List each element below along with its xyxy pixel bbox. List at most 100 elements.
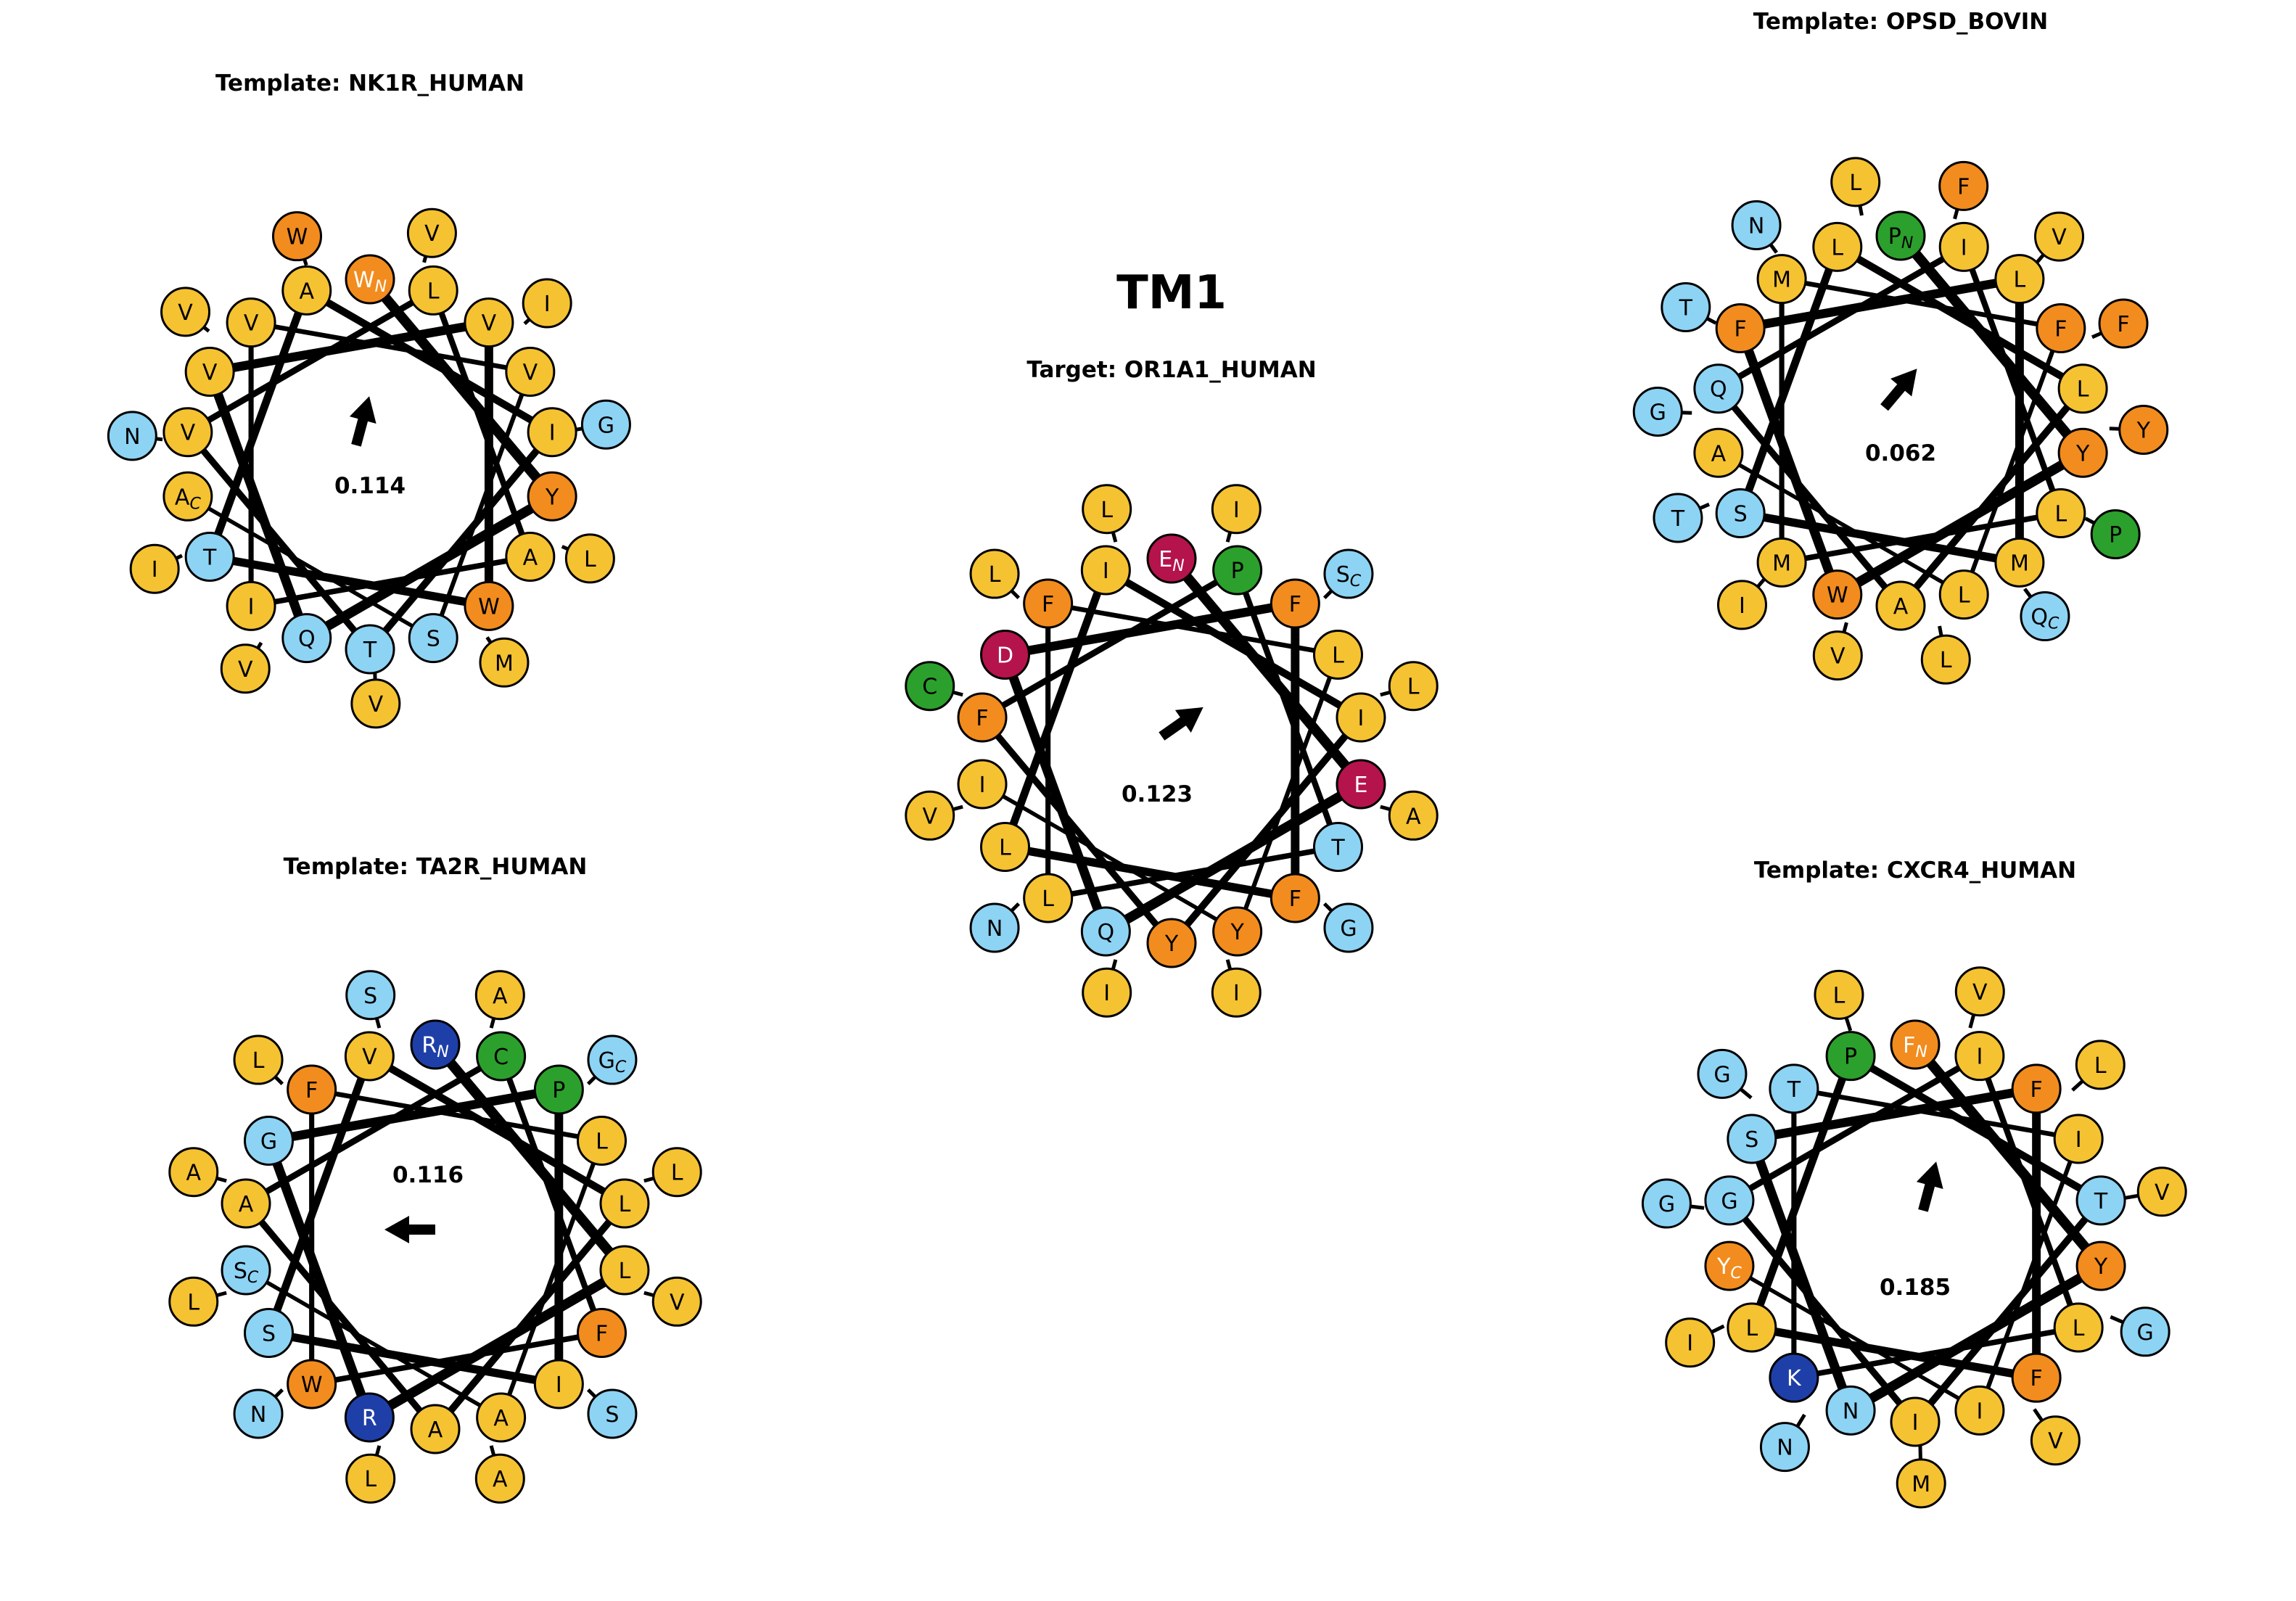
outer-residue-opsd-2-label: F xyxy=(2117,312,2129,337)
outer-link xyxy=(1010,589,1021,600)
residue-nk1r-1: Y xyxy=(527,471,577,522)
residue-nk1r-13: I xyxy=(226,580,276,631)
helix-link xyxy=(1748,1052,1855,1332)
outer-residue-ta2r-1: GC xyxy=(587,1034,638,1085)
residue-opsd-8: L xyxy=(2057,363,2108,414)
outer-residue-opsd-12-label: N xyxy=(1748,213,1764,239)
residue-nk1r-14-label: V xyxy=(244,311,259,337)
residue-nk1r-16-circle xyxy=(408,613,458,664)
residue-ta2r-15: L xyxy=(576,1116,627,1166)
residue-nk1r-6: T xyxy=(184,532,235,582)
outer-residue-opsd-8-circle xyxy=(1716,580,1767,630)
outer-residue-nk1r-7: I xyxy=(129,543,180,594)
helix-link xyxy=(1912,1196,2104,1425)
outer-residue-opsd-9-label: T xyxy=(1671,506,1685,532)
helix-link xyxy=(205,367,312,643)
outer-residue-ta2r-7: N xyxy=(233,1388,284,1439)
residue-cxcr4-14: T xyxy=(1769,1063,1819,1114)
outer-residue-nk1r-7-circle xyxy=(129,543,180,594)
helix-link xyxy=(366,428,556,653)
helix-link xyxy=(1779,276,2064,331)
outer-residue-or1a1-7: N xyxy=(969,902,1020,953)
outer-residue-ta2r-2: L xyxy=(651,1147,702,1198)
residue-or1a1-12: T xyxy=(1312,822,1363,872)
outer-residue-ta2r-4-label: S xyxy=(605,1402,619,1428)
helix-link xyxy=(1791,1086,2081,1142)
outer-residue-or1a1-7-circle xyxy=(969,902,1020,953)
residue-ta2r-2: R xyxy=(344,1392,395,1443)
residue-ta2r-16-circle xyxy=(476,1392,527,1443)
helix-link xyxy=(1000,650,1111,937)
residue-cxcr4-17: YC xyxy=(1704,1240,1755,1291)
helix-link xyxy=(498,1138,604,1420)
outer-residue-ta2r-9-circle xyxy=(168,1147,219,1198)
outer-residue-or1a1-8-circle xyxy=(905,790,955,841)
outer-residue-ta2r-1-label: GC xyxy=(598,1048,627,1077)
residue-opsd-6: S xyxy=(1715,488,1766,538)
moment-arrow-head xyxy=(1174,707,1203,733)
outer-residue-opsd-4-label: P xyxy=(2109,523,2122,548)
residue-nk1r-13-label: I xyxy=(248,594,255,620)
residue-opsd-16-label: L xyxy=(1958,583,1970,609)
wheel-nk1r: Template: NK1R_HUMANWNYQVVWTAITVLAIVVSAC… xyxy=(107,70,631,729)
outer-residue-opsd-1-label: V xyxy=(2052,225,2067,250)
residue-nk1r-12-label: A xyxy=(523,546,538,571)
hydrophobic-moment-value: 0.185 xyxy=(1880,1275,1951,1301)
outer-residue-cxcr4-8-label: G xyxy=(1658,1192,1675,1217)
residue-ta2r-5: I xyxy=(533,1359,584,1409)
residue-ta2r-15-circle xyxy=(576,1116,627,1166)
outer-residue-opsd-4: P xyxy=(2090,509,2141,560)
residue-cxcr4-12-circle xyxy=(2053,1302,2104,1353)
outer-residue-or1a1-5: I xyxy=(1211,967,1262,1018)
outer-residue-opsd-5-circle xyxy=(2020,591,2070,642)
outer-residue-opsd-10-circle xyxy=(1632,386,1683,437)
outer-link xyxy=(273,1075,284,1086)
residue-ta2r-12-circle xyxy=(576,1308,627,1358)
helix-link xyxy=(309,1087,604,1143)
outer-residue-nk1r-10-circle xyxy=(272,211,323,262)
residue-nk1r-9: T xyxy=(345,624,395,675)
residue-ta2r-10: A xyxy=(221,1178,271,1229)
residue-ta2r-4: P xyxy=(533,1064,584,1115)
residue-cxcr4-15: I xyxy=(2053,1114,2104,1164)
wheel-or1a1: Target: OR1A1_HUMANENEQDFFLIIYFPTLFLYIIS… xyxy=(905,357,1439,1018)
helix-link xyxy=(1715,244,1967,392)
outer-residue-opsd-3-circle xyxy=(2118,405,2169,456)
helix-link xyxy=(244,1268,503,1420)
outer-link xyxy=(2035,253,2045,264)
outer-residue-nk1r-1: I xyxy=(522,278,572,329)
outer-residue-or1a1-9-circle xyxy=(905,661,955,712)
outer-residue-opsd-9-circle xyxy=(1653,493,1703,543)
outer-residue-opsd-0-circle xyxy=(1938,160,1989,211)
residue-nk1r-7-label: A xyxy=(300,279,315,304)
outer-link xyxy=(2091,331,2102,339)
outer-residue-opsd-7: V xyxy=(1812,630,1863,681)
residue-or1a1-9: Y xyxy=(1146,918,1197,968)
outer-residue-cxcr4-1: L xyxy=(2075,1040,2126,1090)
outer-residue-opsd-6: L xyxy=(1920,634,1971,685)
residue-nk1r-8-label: I xyxy=(549,421,556,446)
residue-or1a1-7: I xyxy=(1080,545,1131,596)
outer-link xyxy=(202,325,210,333)
wheel-title: Template: NK1R_HUMAN xyxy=(215,70,524,96)
outer-residue-or1a1-6-circle xyxy=(1082,967,1132,1018)
helix-link xyxy=(1747,1084,2041,1144)
residue-cxcr4-11: I xyxy=(1954,1031,2005,1082)
outer-link xyxy=(1844,1017,1853,1032)
outer-residue-nk1r-1-label: I xyxy=(544,292,551,317)
outer-link xyxy=(586,1075,597,1086)
residue-opsd-10-circle xyxy=(1693,363,1744,414)
residue-or1a1-8-label: I xyxy=(1358,706,1365,731)
outer-link xyxy=(523,318,531,326)
residue-cxcr4-9: I xyxy=(1890,1396,1941,1447)
outer-residue-opsd-7-circle xyxy=(1812,630,1863,681)
residue-nk1r-17: AC xyxy=(162,471,213,522)
outer-residue-nk1r-8: N xyxy=(107,411,157,461)
residue-or1a1-6-label: L xyxy=(999,836,1011,861)
outer-residue-or1a1-5-circle xyxy=(1211,967,1262,1018)
residue-opsd-17: A xyxy=(1693,427,1744,478)
outer-residue-cxcr4-7: I xyxy=(1665,1317,1716,1368)
outer-residue-nk1r-1-circle xyxy=(522,278,572,329)
outer-residue-opsd-1: V xyxy=(2034,211,2085,262)
helix-link xyxy=(980,782,1240,934)
